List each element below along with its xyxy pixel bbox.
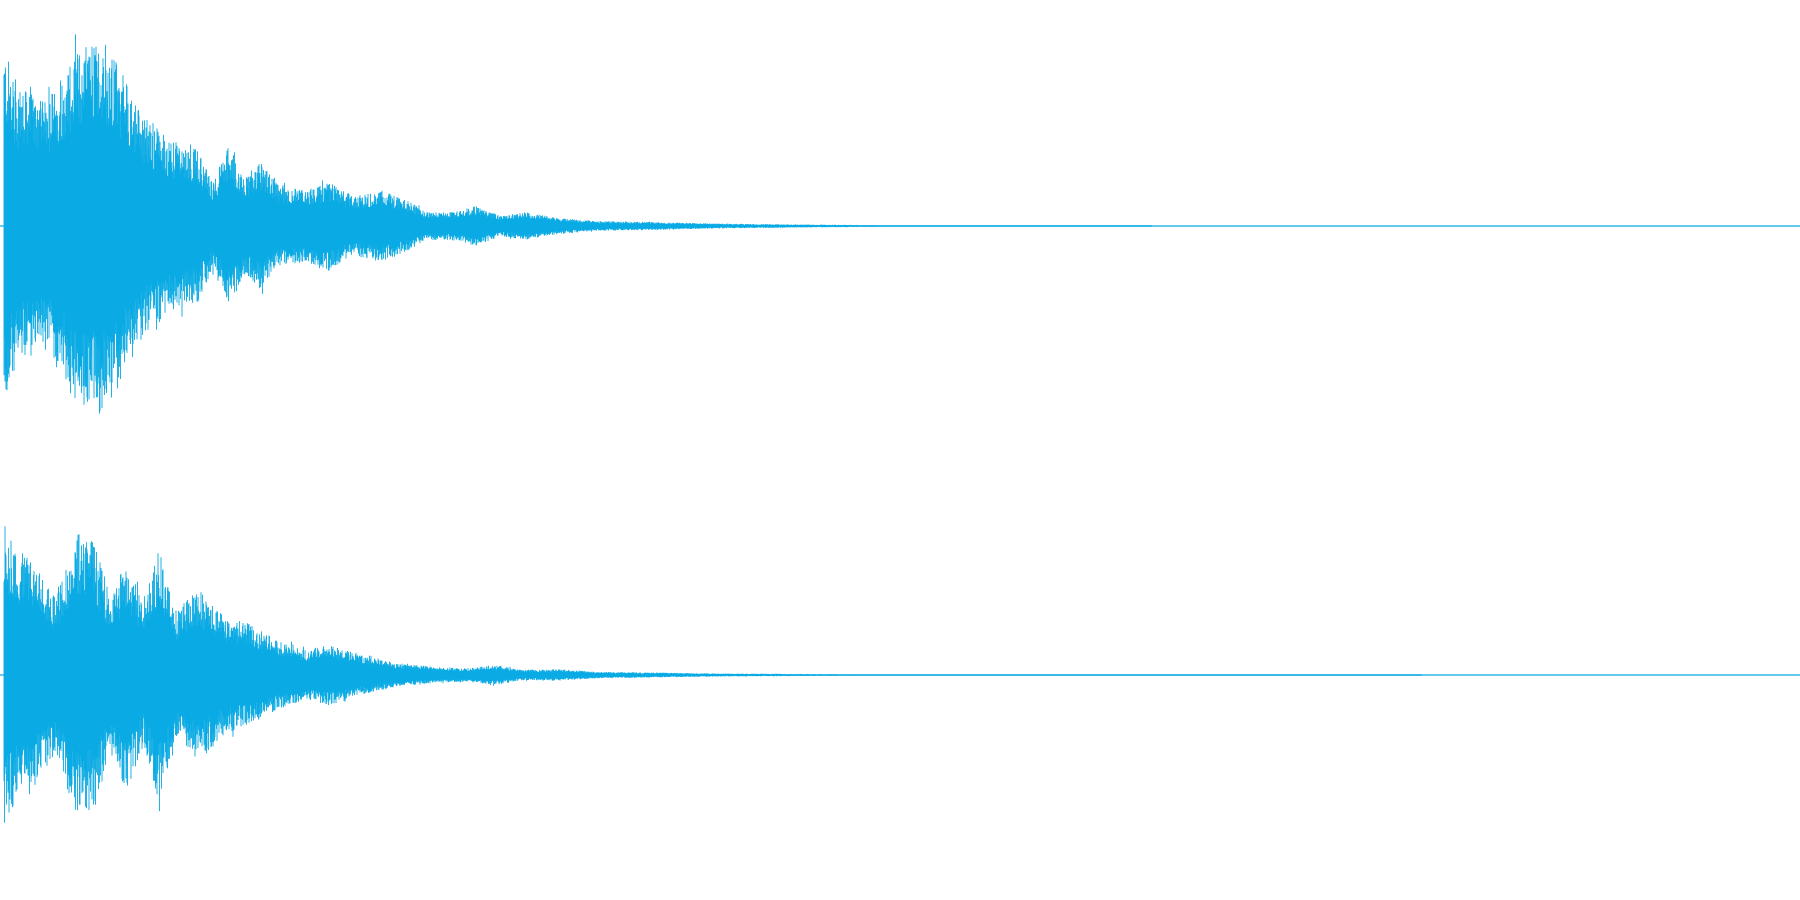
channel-left-waveform — [3, 34, 1152, 414]
waveform-channel-left[interactable] — [0, 34, 1800, 414]
channel-right-waveform — [3, 526, 1422, 823]
waveform-channel-right[interactable] — [0, 526, 1800, 823]
